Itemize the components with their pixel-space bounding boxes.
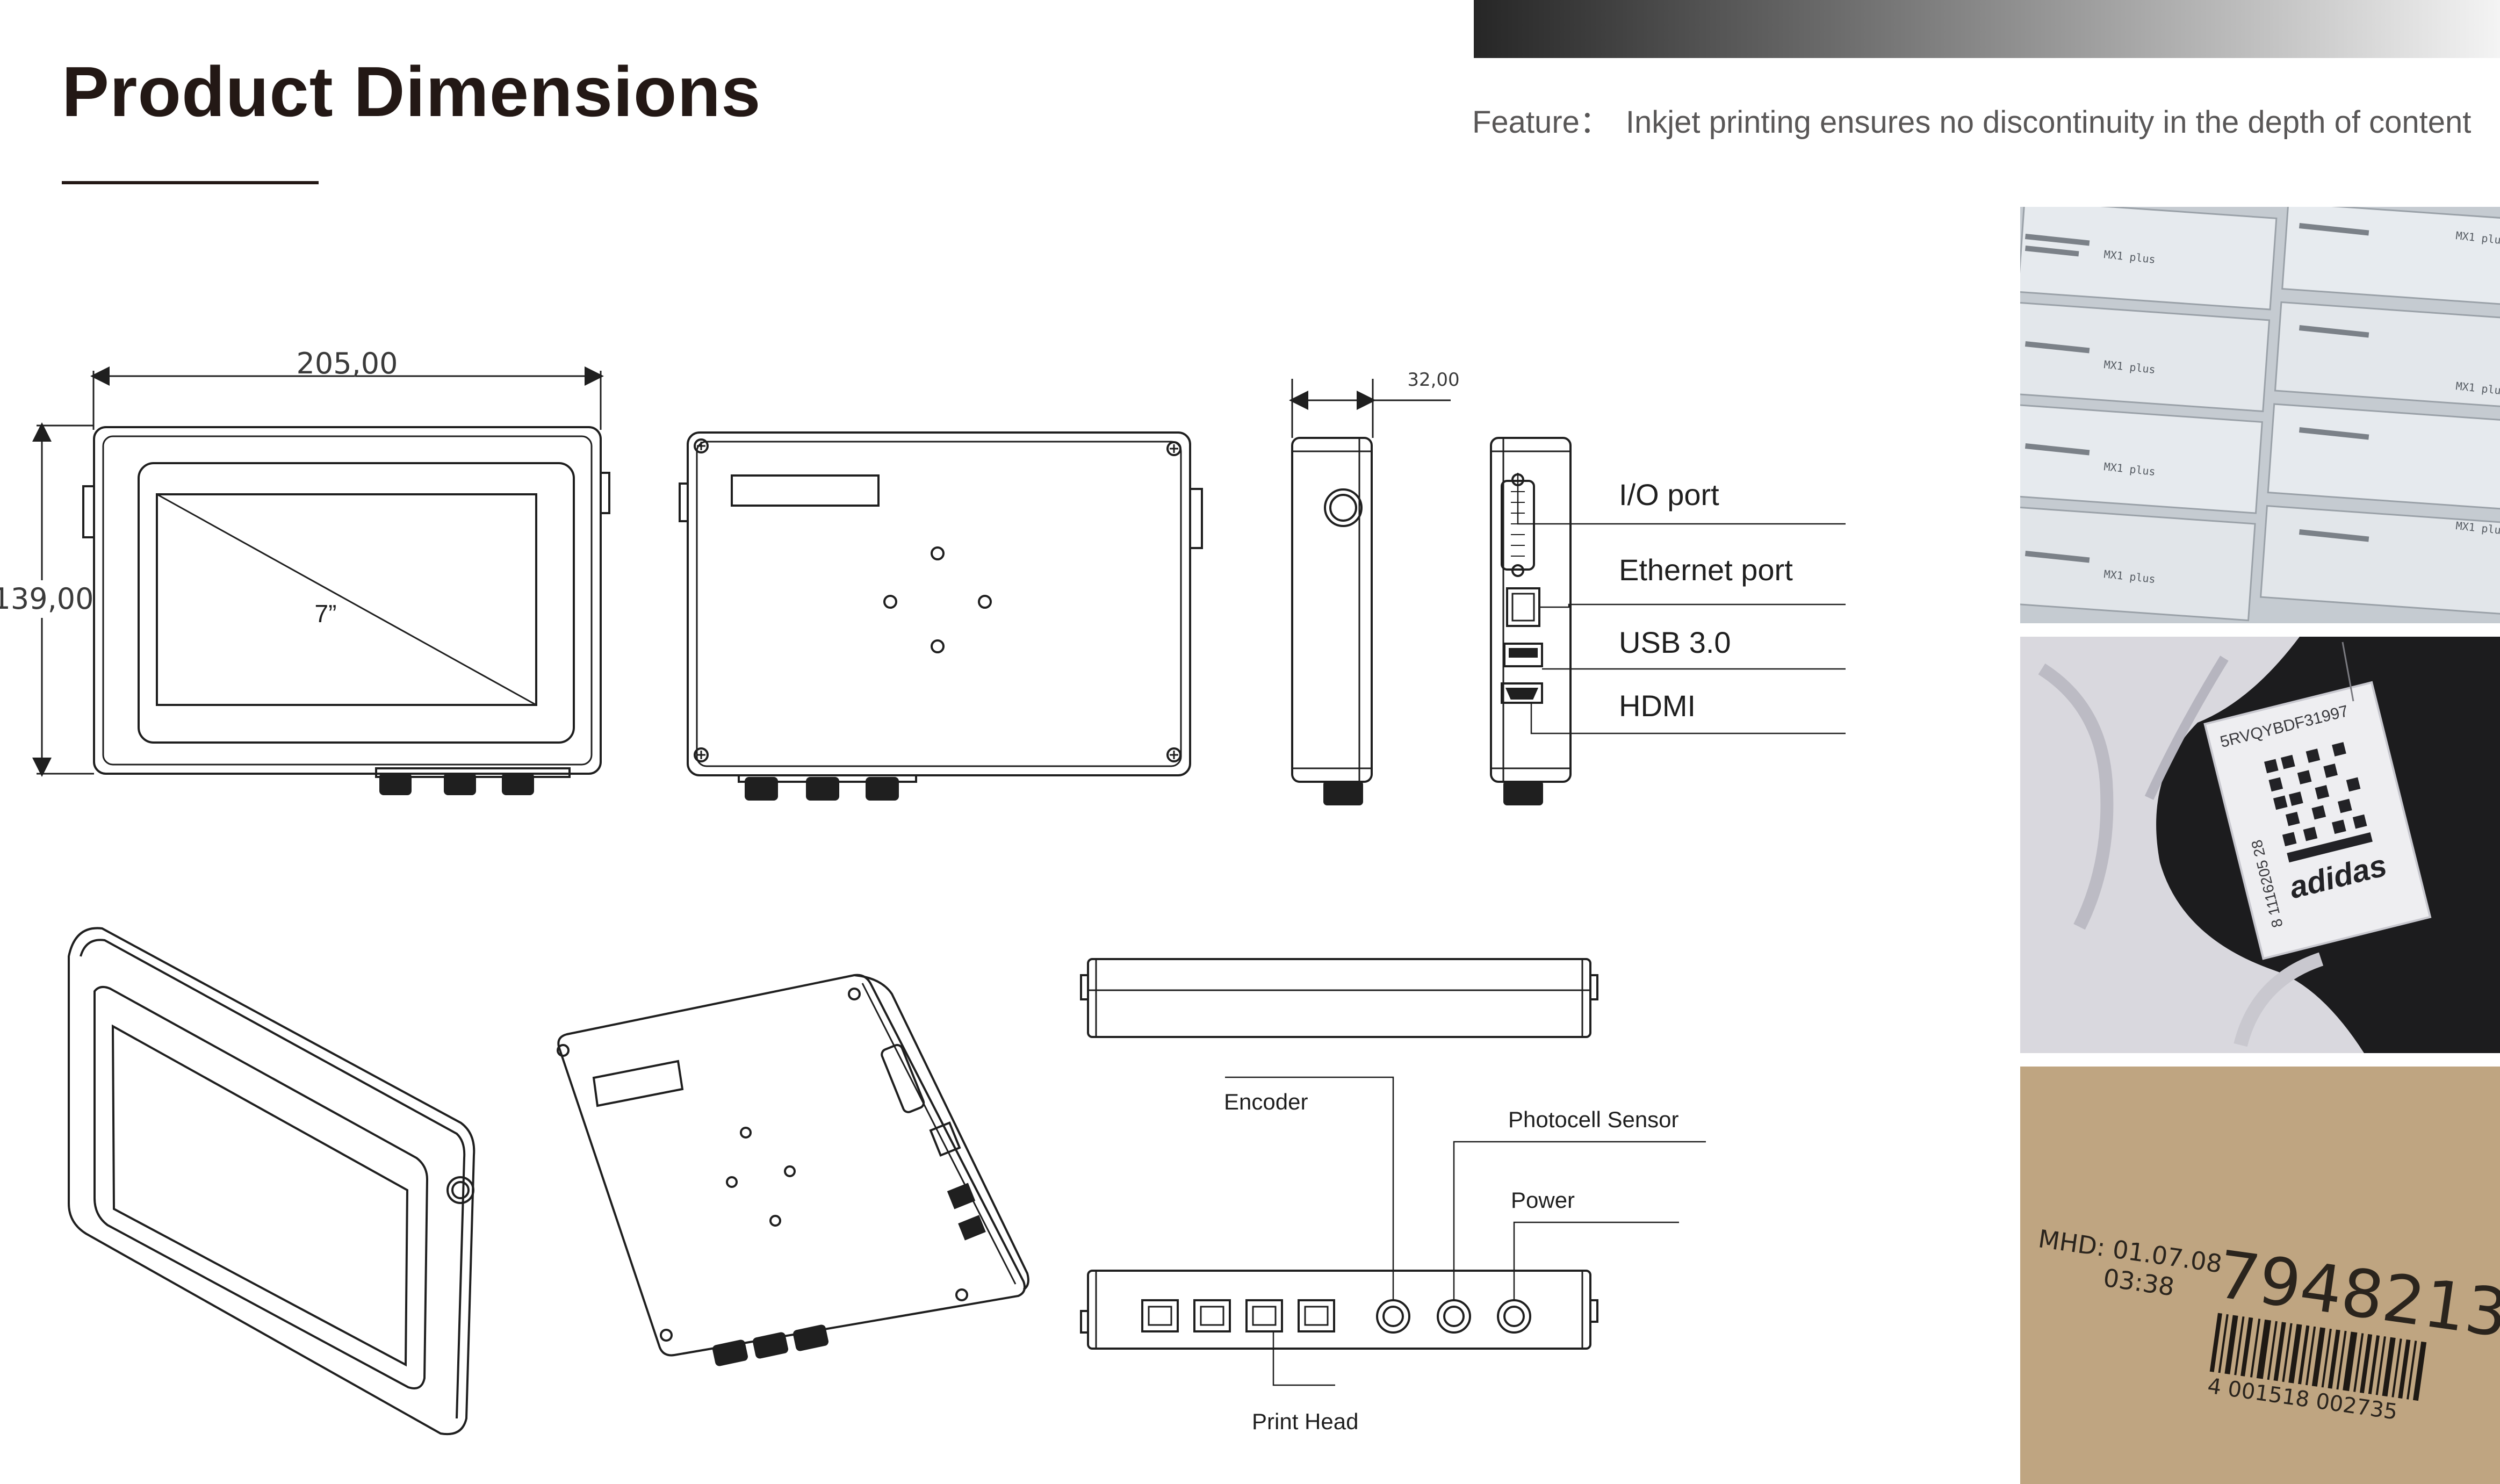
sample-photo-box: MHD: 01.07.08 03:38 79482135 4 001518 00…	[2020, 1067, 2500, 1484]
side-view-ports: I/O port Ethernet port USB 3.0 HDMI	[1490, 437, 1846, 805]
top-edge-view	[1080, 958, 1598, 1038]
side-view-left: 32,00	[1289, 369, 1460, 805]
encoder-label: Encoder	[1224, 1089, 1308, 1114]
hdmi-port-label: HDMI	[1619, 689, 1696, 723]
screen-size-label: 7”	[315, 600, 337, 628]
page-title: Product Dimensions	[62, 52, 761, 131]
feature-text: Inkjet printing ensures no discontinuity…	[1625, 105, 2472, 140]
dim-width-label: 205,00	[297, 347, 398, 380]
iso-back-view	[557, 974, 1029, 1366]
gradient-header-bar	[1474, 0, 2500, 58]
power-label: Power	[1511, 1187, 1575, 1213]
sample-photo-cards: MX1 plus MX1 plus MX1 plus MX1 plus MX1 …	[2020, 207, 2500, 623]
iso-front-view	[68, 927, 475, 1436]
ethernet-port-label: Ethernet port	[1619, 553, 1793, 587]
io-port-label: I/O port	[1619, 478, 1719, 512]
dim-height-label: 139,00	[0, 582, 93, 616]
front-view: 205,00 139,00 7”	[0, 347, 610, 795]
technical-drawing: 205,00 139,00 7”	[0, 347, 1846, 1436]
dim-depth-label: 32,00	[1407, 369, 1459, 391]
sample-photo-label: 5RVQYBDF31997 adidas 8 1116205 28	[2020, 637, 2500, 1053]
feature-label: Feature：	[1472, 105, 1611, 140]
photocell-label: Photocell Sensor	[1508, 1107, 1679, 1132]
bottom-edge-view: Encoder Photocell Sensor Power Print Hea…	[1080, 1076, 1706, 1434]
back-view	[679, 431, 1203, 801]
title-underline	[62, 181, 319, 184]
feature-line: Feature： Inkjet printing ensures no disco…	[1472, 97, 2471, 142]
print-head-label: Print Head	[1252, 1409, 1358, 1434]
usb-port-label: USB 3.0	[1619, 625, 1731, 659]
